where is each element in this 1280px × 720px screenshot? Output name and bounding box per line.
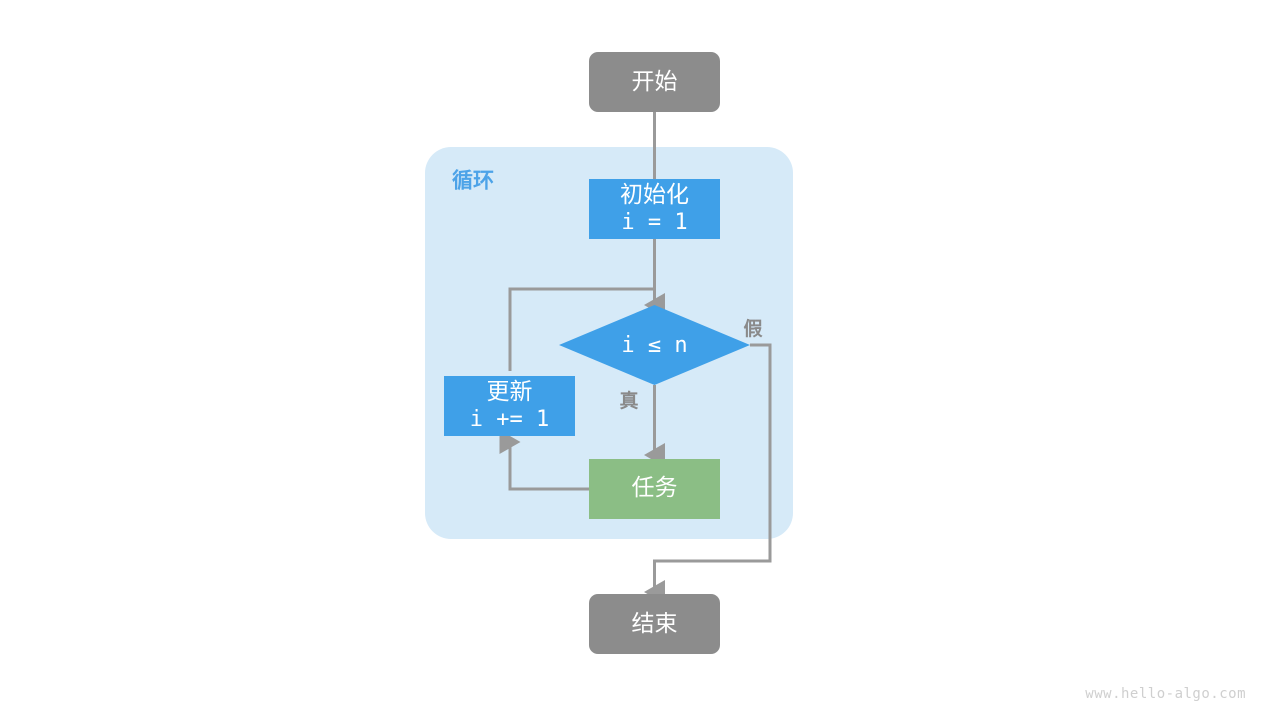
loop-group-label: 循环: [452, 169, 494, 193]
node-update[interactable]: 更新 i += 1: [444, 376, 575, 436]
node-end[interactable]: 结束: [589, 594, 720, 654]
node-condition-label: i ≤ n: [621, 333, 687, 358]
node-start-label: 开始: [632, 68, 678, 94]
edge-label-true: 真: [619, 389, 638, 412]
node-condition[interactable]: i ≤ n: [559, 305, 750, 385]
edge-label-false: 假: [743, 317, 762, 340]
node-end-label: 结束: [632, 610, 678, 636]
edge-update-to-condition: [508, 287, 655, 371]
node-start[interactable]: 开始: [589, 52, 720, 112]
node-update-sublabel: i += 1: [470, 407, 549, 432]
edge-task-to-update: [499, 430, 589, 491]
node-init-sublabel: i = 1: [621, 210, 687, 235]
node-init[interactable]: 初始化 i = 1: [589, 179, 720, 239]
edge-condition-false-to-end: [644, 343, 772, 604]
node-init-label: 初始化: [620, 181, 689, 207]
watermark-text: www.hello-algo.com: [1085, 686, 1246, 702]
node-task-label: 任务: [632, 474, 678, 500]
node-task[interactable]: 任务: [589, 459, 720, 519]
node-update-label: 更新: [487, 378, 533, 404]
